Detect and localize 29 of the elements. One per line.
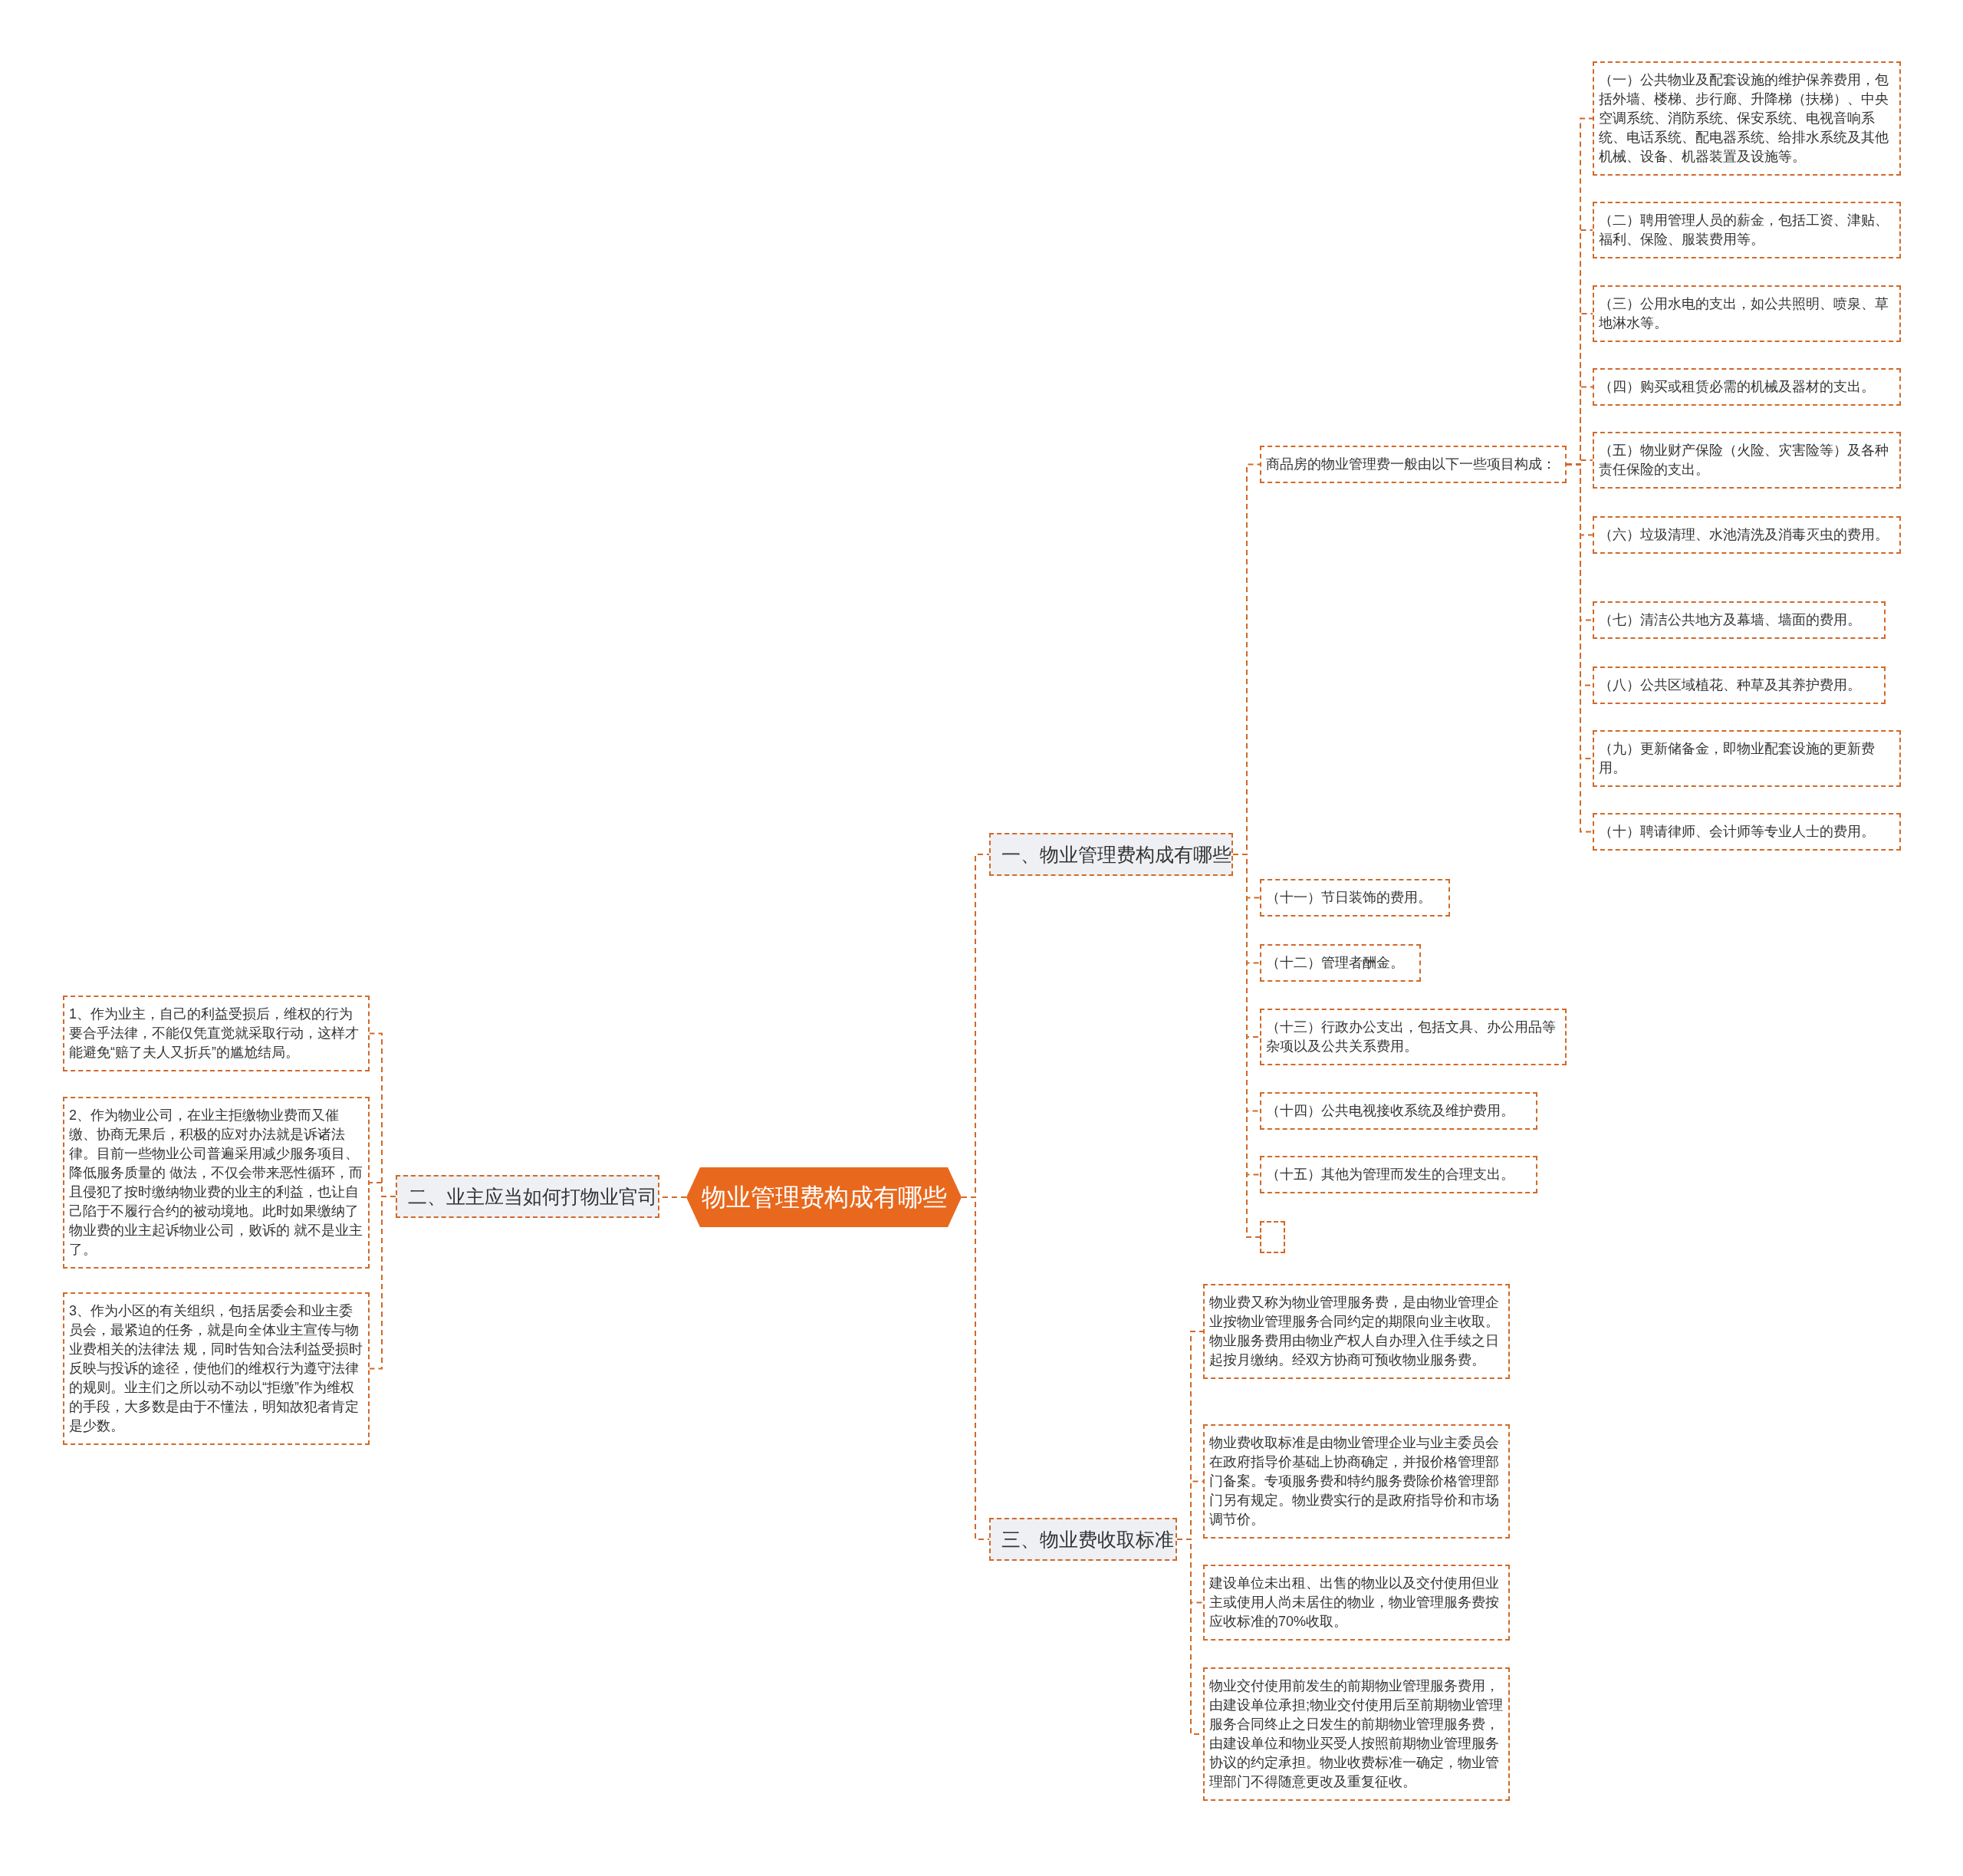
topic-box: （十二）管理者酬金。 bbox=[1260, 944, 1421, 982]
topic-box: （四）购买或租赁必需的机械及器材的支出。 bbox=[1593, 368, 1901, 406]
topic-box: 1、作为业主，自己的利益受损后，维权的行为要合乎法律，不能仅凭直觉就采取行动，这样才能避免“赔了夫人又折兵”的尴尬结局。 bbox=[63, 996, 370, 1071]
topic-box: （二）聘用管理人员的薪金，包括工资、津贴、福利、保险、服装费用等。 bbox=[1593, 202, 1901, 258]
branch-topic-box: 三、物业费收取标准 bbox=[989, 1518, 1177, 1561]
topic-box: （十三）行政办公支出，包括文具、办公用品等杂项以及公共关系费用。 bbox=[1260, 1009, 1567, 1065]
empty-box bbox=[1260, 1221, 1285, 1253]
connector-line bbox=[369, 1196, 396, 1370]
topic-box: 3、作为小区的有关组织，包括居委会和业主委员会，最紧迫的任务，就是向全体业主宣传与物业费相关的法律法 规，同时告知合法利益受损时反映与投诉的途径，使他们的维权行为遵守法律的规则。业主们之所以动不动以“拒缴”作为维权的手段，大多数是由于不懂法，明知故犯者肯定是少数。 bbox=[63, 1292, 370, 1445]
branch-topic-box: 一、物业管理费构成有哪些 bbox=[989, 833, 1233, 876]
topic-box: （三）公用水电的支出，如公共照明、喷泉、草地淋水等。 bbox=[1593, 285, 1901, 342]
topic-box: （七）清洁公共地方及幕墙、墙面的费用。 bbox=[1593, 601, 1886, 639]
topic-box: （五）物业财产保险（火险、灾害险等）及各种责任保险的支出。 bbox=[1593, 432, 1901, 489]
topic-box: （六）垃圾清理、水池清洗及消毒灭虫的费用。 bbox=[1593, 516, 1901, 554]
topic-box: 物业费收取标准是由物业管理企业与业主委员会在政府指导价基础上协商确定，并报价格管理部门备案。专项服务费和特约服务费除价格管理部门另有规定。物业费实行的是政府指导价和市场调节价。 bbox=[1203, 1424, 1510, 1539]
topic-box: （一）公共物业及配套设施的维护保养费用，包括外墙、楼梯、步行廊、升降梯（扶梯）、中央空调系统、消防系统、保安系统、电视音响系统、电话系统、配电器系统、给排水系统及其他机械、设备、机器装置及设施等。 bbox=[1593, 61, 1901, 176]
topic-box: 建设单位未出租、出售的物业以及交付使用但业主或使用人尚未居住的物业，物业管理服务费按应收标准的70%收取。 bbox=[1203, 1565, 1510, 1641]
topic-box: （九）更新储备金，即物业配套设施的更新费用。 bbox=[1593, 730, 1901, 787]
topic-box: （十）聘请律师、会计师等专业人士的费用。 bbox=[1593, 813, 1901, 851]
topic-box: （八）公共区域植花、种草及其养护费用。 bbox=[1593, 666, 1886, 704]
topic-box: 2、作为物业公司，在业主拒缴物业费而又催缴、协商无果后，积极的应对办法就是诉诸法律。目前一些物业公司普遍采用减少服务项目、降低服务质量的 做法，不仅会带来恶性循环，而且侵犯了按时缴纳物业费的业主的利益，也让自己陷于不履行合约的被动境地。此时如果缴纳了物业费的业主起诉物业公司，败诉的 就不是业主了。 bbox=[63, 1097, 370, 1269]
topic-box: （十四）公共电视接收系统及维护费用。 bbox=[1260, 1092, 1537, 1130]
topic-box: （十一）节日装饰的费用。 bbox=[1260, 879, 1450, 917]
branch-topic-box: 二、业主应当如何打物业官司 bbox=[396, 1175, 659, 1218]
topic-box: 商品房的物业管理费一般由以下一些项目构成： bbox=[1260, 446, 1567, 483]
topic-box: 物业交付使用前发生的前期物业管理服务费用，由建设单位承担;物业交付使用后至前期物业管理服务合同终止之日发生的前期物业管理服务费，由建设单位和物业买受人按照前期物业管理服务协议的约定承担。物业收费标准一确定，物业管理部门不得随意更改及重复征收。 bbox=[1203, 1667, 1510, 1801]
topic-box: （十五）其他为管理而发生的合理支出。 bbox=[1260, 1156, 1537, 1193]
central-topic: 物业管理费构成有哪些 bbox=[686, 1167, 962, 1227]
topic-box: 物业费又称为物业管理服务费，是由物业管理企业按物业管理服务合同约定的期限向业主收取。物业服务费用由物业产权人自办理入住手续之日起按月缴纳。经双方协商可预收物业服务费。 bbox=[1203, 1284, 1510, 1379]
